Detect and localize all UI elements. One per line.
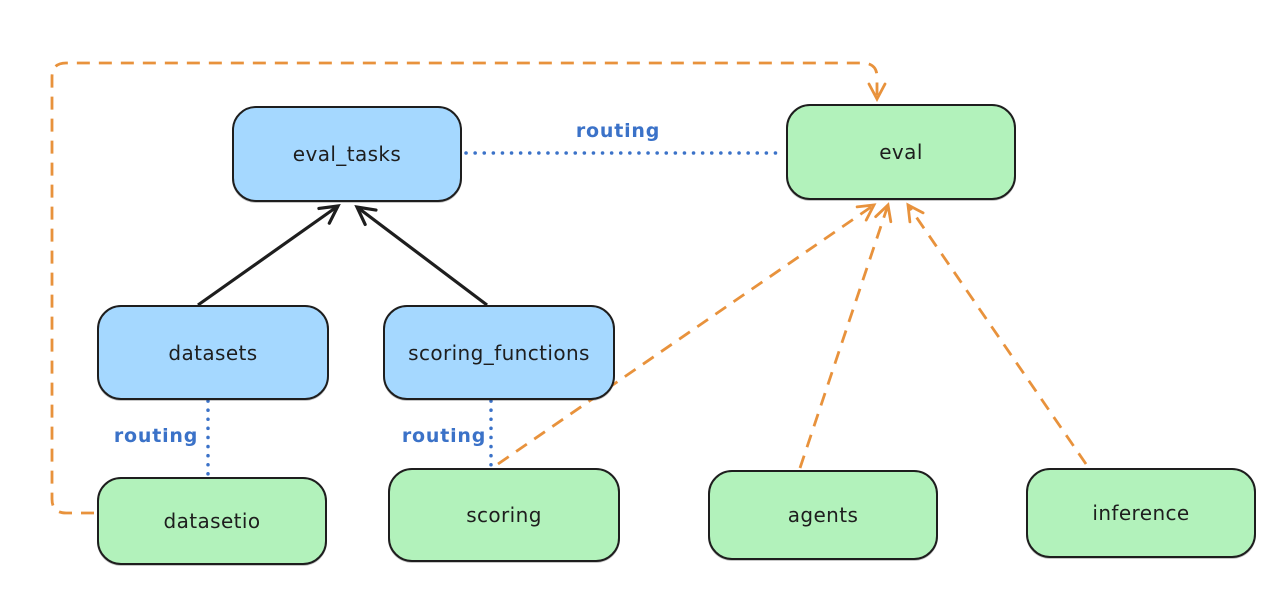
node-eval_tasks: eval_tasks (232, 106, 462, 202)
edge-scoring-to-eval (497, 203, 877, 466)
edge-scoring_functions-to-eval_tasks (354, 204, 488, 307)
node-scoring_functions: scoring_functions (383, 305, 615, 400)
node-agents: agents (708, 470, 938, 560)
edge-datasets-to-eval_tasks (197, 204, 341, 307)
edge-inference-to-eval (906, 202, 1088, 465)
node-label-scoring: scoring (466, 503, 542, 527)
node-label-scoring_functions: scoring_functions (408, 340, 590, 365)
node-label-datasetio: datasetio (163, 509, 261, 533)
node-label-inference: inference (1092, 501, 1190, 525)
node-label-eval: eval (879, 140, 923, 164)
node-eval: eval (786, 104, 1016, 200)
node-datasetio: datasetio (97, 477, 327, 565)
edge-agents-to-eval (798, 202, 893, 469)
node-label-eval_tasks: eval_tasks (292, 142, 402, 166)
routing-label-datasets: routing (113, 425, 199, 447)
routing-label-scoring: routing (401, 425, 487, 447)
edge-datasetio-to-eval (50, 61, 887, 515)
node-label-agents: agents (787, 503, 859, 527)
node-inference: inference (1026, 468, 1256, 558)
routing-label-top: routing (575, 120, 661, 142)
node-scoring: scoring (388, 468, 620, 562)
node-label-datasets: datasets (168, 340, 258, 365)
node-datasets: datasets (97, 305, 329, 400)
